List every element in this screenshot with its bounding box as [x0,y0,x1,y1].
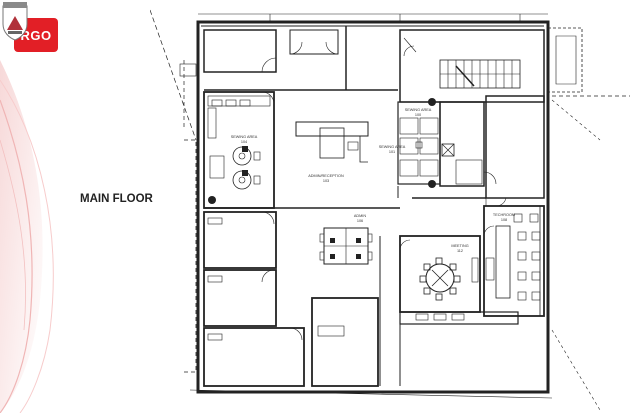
room-number-sewing-area-104: 104 [241,140,247,144]
logo-text: RGO [20,27,52,43]
room-number-admin-106: 106 [357,219,363,223]
room-number-techroom: 108 [501,218,507,222]
branding-sidebar: RGO [0,0,80,413]
room-number-meeting: 112 [457,249,463,253]
room-number-sewing-area-101: 101 [389,150,395,154]
room-label-techroom: TECHROOM [493,213,515,217]
room-label-sewing-area-104: SEWING AREA [231,135,258,139]
room-label-meeting: MEETING [451,244,468,248]
room-label-admin-106: ADMIN [354,214,366,218]
room-number-sewing-area-100: 100 [415,113,421,117]
crest-emblem-icon [2,2,28,41]
room-number-admin-reception: 103 [323,179,329,183]
floor-plan: SEWING AREA 104 ADMIN/RECEPTION 103 SEWI… [150,9,630,411]
red-swoosh-decoration [0,0,80,413]
room-label-sewing-area-100: SEWING AREA [405,108,432,112]
room-label-sewing-area-101: SEWING AREA [379,145,406,149]
page-title: MAIN FLOOR [80,193,153,205]
room-label-admin-reception: ADMIN/RECEPTION [308,174,344,178]
